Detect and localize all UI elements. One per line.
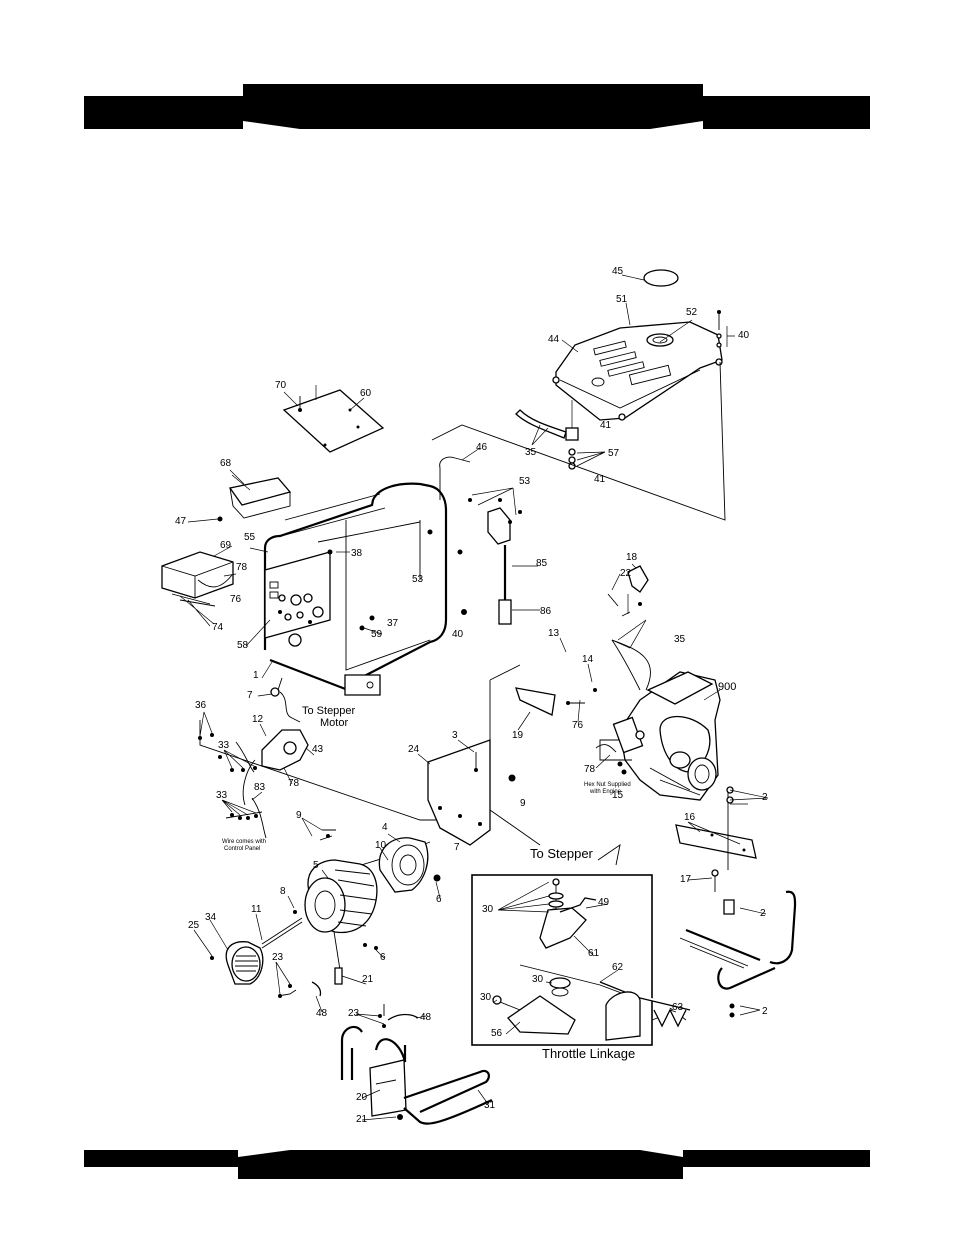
callout-24: 24 [408, 744, 420, 755]
callout-35-engine: 35 [674, 634, 686, 645]
callout-63: 63 [672, 1002, 684, 1013]
callout-19: 19 [512, 730, 524, 741]
callout-16: 16 [684, 812, 696, 823]
callout-25: 25 [188, 920, 200, 931]
callout-11: 11 [251, 904, 262, 915]
callout-30-top: 30 [482, 904, 494, 915]
callout-23-right: 23 [348, 1008, 360, 1019]
callout-35-tank: 35 [525, 447, 537, 458]
callout-2-bottom: 2 [762, 1006, 768, 1017]
callout-59: 59 [371, 629, 383, 640]
callout-56: 56 [491, 1028, 503, 1039]
callout-53-mid: 53 [412, 574, 424, 585]
callout-49: 49 [598, 897, 610, 908]
callout-4: 4 [382, 822, 388, 833]
note-to-stepper-motor-line2: Motor [320, 717, 348, 729]
callout-1: 1 [253, 670, 259, 681]
callout-31: 31 [484, 1100, 496, 1111]
callout-33-bottom: 33 [216, 790, 228, 801]
callout-40-tank: 40 [738, 330, 750, 341]
callout-14: 14 [582, 654, 594, 665]
callout-85: 85 [536, 558, 548, 569]
callout-13: 13 [548, 628, 560, 639]
callout-7-frame: 7 [247, 690, 253, 701]
callout-55: 55 [244, 532, 256, 543]
callout-40-frame: 40 [452, 629, 464, 640]
header-banner [84, 84, 870, 129]
callout-9-conn: 9 [296, 810, 302, 821]
throttle-linkage-inset [471, 844, 691, 1046]
callout-22: 22 [620, 568, 632, 579]
callout-36: 36 [195, 700, 207, 711]
callout-86: 86 [540, 606, 552, 617]
note-wire-line2: Control Panel [224, 846, 260, 852]
callout-15: 15 [612, 790, 624, 801]
base-assembly [340, 786, 797, 1125]
callout-18: 18 [626, 552, 638, 563]
callout-7-plate: 7 [454, 842, 460, 853]
callout-76-engine: 76 [572, 720, 584, 731]
note-wire-line1: Wire comes with [222, 839, 266, 845]
callout-23-left: 23 [272, 952, 284, 963]
callout-3: 3 [452, 730, 458, 741]
callout-62: 62 [612, 962, 624, 973]
callout-43: 43 [312, 744, 324, 755]
callout-8: 8 [280, 886, 286, 897]
note-throttle-linkage: Throttle Linkage [542, 1046, 635, 1061]
callout-47: 47 [175, 516, 187, 527]
callout-17: 17 [680, 874, 692, 885]
callout-41-top: 41 [600, 420, 612, 431]
callout-21-bottom: 21 [356, 1114, 368, 1125]
callout-10: 10 [375, 840, 387, 851]
diagram-notes: To Stepper Motor Hex Nut Supplied with E… [222, 705, 635, 1061]
callout-44: 44 [548, 334, 560, 345]
callout-51: 51 [616, 294, 628, 305]
callout-9-plate: 9 [520, 798, 526, 809]
callout-41-bottom: 41 [594, 474, 606, 485]
callout-21-top: 21 [362, 974, 374, 985]
callout-38: 38 [351, 548, 363, 559]
callout-57: 57 [608, 448, 620, 459]
callout-52: 52 [686, 307, 698, 318]
callout-34: 34 [205, 912, 217, 923]
callout-83: 83 [254, 782, 266, 793]
callout-70: 70 [275, 380, 287, 391]
callout-6-bottom: 6 [380, 952, 386, 963]
callout-60: 60 [360, 388, 372, 399]
callout-45: 45 [612, 266, 624, 277]
callout-69: 69 [220, 540, 232, 551]
callout-48-right: 48 [420, 1012, 432, 1023]
callout-58: 58 [237, 640, 249, 651]
callout-900: 900 [718, 681, 736, 693]
callout-12: 12 [252, 714, 264, 725]
note-hex-nut-line1: Hex Nut Supplied [584, 782, 631, 788]
callout-74: 74 [212, 622, 224, 633]
callout-20: 20 [356, 1092, 368, 1103]
callout-78-box: 78 [236, 562, 248, 573]
footer-banner [84, 1150, 870, 1179]
callout-33-top: 33 [218, 740, 230, 751]
callout-78-conn: 78 [288, 778, 300, 789]
callout-61: 61 [588, 948, 600, 959]
part-callouts: 45 51 52 44 40 41 35 57 41 46 53 60 70 6… [175, 266, 769, 1125]
callout-30-mid: 30 [532, 974, 544, 985]
callout-53-top: 53 [519, 476, 531, 487]
fuel-tank-assembly [515, 269, 735, 470]
callout-6-right: 6 [436, 894, 442, 905]
note-to-stepper: To Stepper [530, 846, 594, 861]
alternator-assembly [198, 729, 516, 1028]
callout-37: 37 [387, 618, 399, 629]
callout-76-box: 76 [230, 594, 242, 605]
note-to-stepper-motor-line1: To Stepper [302, 705, 356, 717]
callout-68: 68 [220, 458, 232, 469]
callout-48-left: 48 [316, 1008, 328, 1019]
engine-assembly [515, 565, 721, 801]
callout-30-left: 30 [480, 992, 492, 1003]
note-hex-nut-line2: with Engine [589, 789, 622, 795]
frame-assembly [161, 385, 522, 723]
callout-78-engine: 78 [584, 764, 596, 775]
callout-5: 5 [313, 860, 319, 871]
callout-46: 46 [476, 442, 488, 453]
